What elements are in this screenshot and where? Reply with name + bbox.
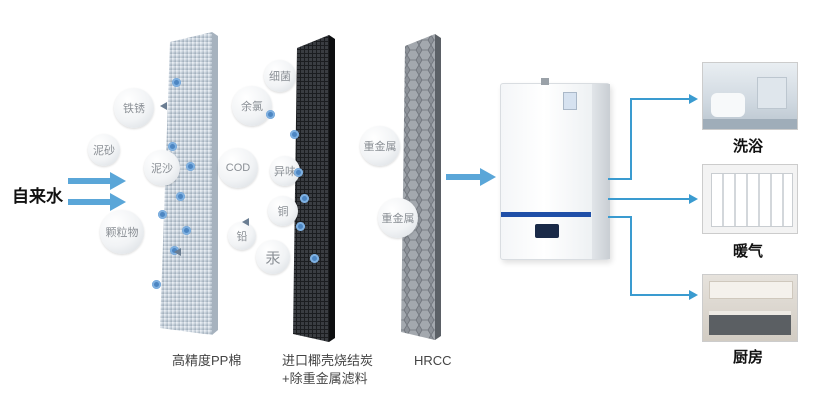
- filter-caption-carbon-line1: 进口椰壳烧结炭: [282, 353, 374, 368]
- pipe-arrow-bath: [682, 94, 698, 104]
- output-label-kitchen: 厨房: [733, 349, 764, 366]
- particle-dot: [158, 210, 167, 219]
- radiator-photo: [702, 164, 798, 234]
- contaminant-bubble: 铅: [228, 222, 256, 250]
- contaminant-bubble: 泥沙: [144, 150, 180, 186]
- carbon-filter-panel: [293, 35, 335, 342]
- filter-caption-pp: 高精度PP棉: [172, 353, 242, 368]
- particle-dot: [176, 192, 185, 201]
- particle-dot: [186, 162, 195, 171]
- contaminant-bubble: 铁锈: [114, 88, 154, 128]
- input-label-tap-water: 自来水: [12, 187, 63, 206]
- pipe-line: [630, 216, 632, 296]
- contaminant-bubble: COD: [218, 148, 258, 188]
- particle-dot: [152, 280, 161, 289]
- water-heater-unit: [500, 78, 610, 260]
- pipe-line: [608, 216, 630, 218]
- pipe-line: [630, 98, 690, 100]
- contaminant-bubble: 铜: [268, 196, 298, 226]
- pipe-line: [630, 294, 690, 296]
- contaminant-bubble: 重金属: [378, 198, 418, 238]
- kitchen-photo: [702, 274, 798, 342]
- particle-dot: [172, 78, 181, 87]
- contaminant-bubble: 重金属: [360, 126, 400, 166]
- particle-triangle: [174, 248, 181, 256]
- flow-arrow-to-boiler: [446, 168, 496, 186]
- particle-dot: [266, 110, 275, 119]
- pipe-line: [630, 98, 632, 180]
- particle-dot: [296, 222, 305, 231]
- output-label-bath: 洗浴: [733, 138, 764, 155]
- contaminant-bubble: 余氯: [232, 86, 272, 126]
- particle-dot: [182, 226, 191, 235]
- particle-dot: [294, 168, 303, 177]
- contaminant-bubble: 汞: [256, 240, 290, 274]
- inflow-arrow-2: [68, 193, 126, 211]
- particle-dot: [290, 130, 299, 139]
- contaminant-bubble: 颗粒物: [100, 210, 144, 254]
- pipe-arrow-kitchen: [682, 290, 698, 300]
- contaminant-bubble: 异味: [270, 156, 300, 186]
- contaminant-bubble: 泥砂: [88, 134, 120, 166]
- pipe-line: [608, 198, 690, 200]
- contaminant-bubble: 细菌: [264, 60, 296, 92]
- hrcc-filter-panel: [401, 34, 441, 340]
- filter-caption-hrcc: HRCC: [414, 353, 452, 368]
- output-label-heating: 暖气: [733, 243, 764, 260]
- filter-caption-carbon-line2: +除重金属滤料: [282, 371, 368, 386]
- bathroom-photo: [702, 62, 798, 130]
- particle-dot: [310, 254, 319, 263]
- inflow-arrow-1: [68, 172, 126, 190]
- particle-dot: [168, 142, 177, 151]
- particle-dot: [300, 194, 309, 203]
- particle-triangle: [160, 102, 167, 110]
- particle-triangle: [242, 218, 249, 226]
- pipe-arrow-heating: [682, 194, 698, 204]
- pipe-line: [608, 178, 630, 180]
- pp-cotton-filter-panel: [160, 32, 218, 335]
